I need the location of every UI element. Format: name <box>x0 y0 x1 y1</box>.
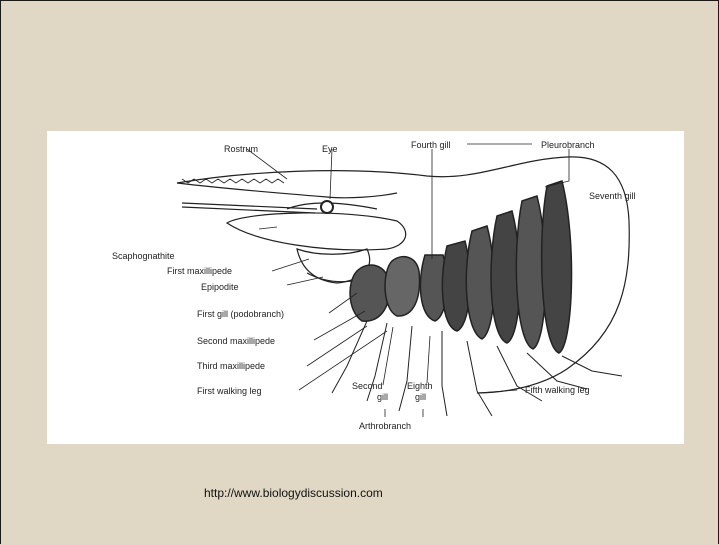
gill-diagram: Rostrum Eye Fourth gill Pleurobranch Sev… <box>47 131 684 444</box>
label-arthrobranch: Arthrobranch <box>359 421 411 431</box>
label-third-maxillipede: Third maxillipede <box>197 361 265 371</box>
label-first-maxillipede: First maxillipede <box>167 266 232 276</box>
label-second-maxillipede: Second maxillipede <box>197 336 275 346</box>
label-fifth-walking-leg: Fifth walking leg <box>525 385 590 395</box>
label-second-gill-line1: Second <box>352 381 383 391</box>
label-rostrum: Rostrum <box>224 144 258 154</box>
scaphognathite <box>227 213 406 250</box>
rostrum <box>177 183 397 198</box>
label-eighth-gill-line1: Eighth <box>407 381 433 391</box>
label-eighth-gill-line2: gill <box>415 392 426 402</box>
label-seventh-gill: Seventh gill <box>589 191 636 201</box>
source-url: http://www.biologydiscussion.com <box>204 486 383 500</box>
label-second-gill-line2: gill <box>377 392 388 402</box>
prawn-illustration <box>47 131 684 444</box>
eye <box>321 201 333 213</box>
label-eye: Eye <box>322 144 338 154</box>
label-first-walking-leg: First walking leg <box>197 386 262 396</box>
label-epipodite: Epipodite <box>201 282 239 292</box>
label-pleurobranch: Pleurobranch <box>541 140 595 150</box>
gills <box>350 181 572 353</box>
label-first-gill: First gill (podobranch) <box>197 309 284 319</box>
label-scaphognathite: Scaphognathite <box>112 251 175 261</box>
label-fourth-gill: Fourth gill <box>411 140 451 150</box>
